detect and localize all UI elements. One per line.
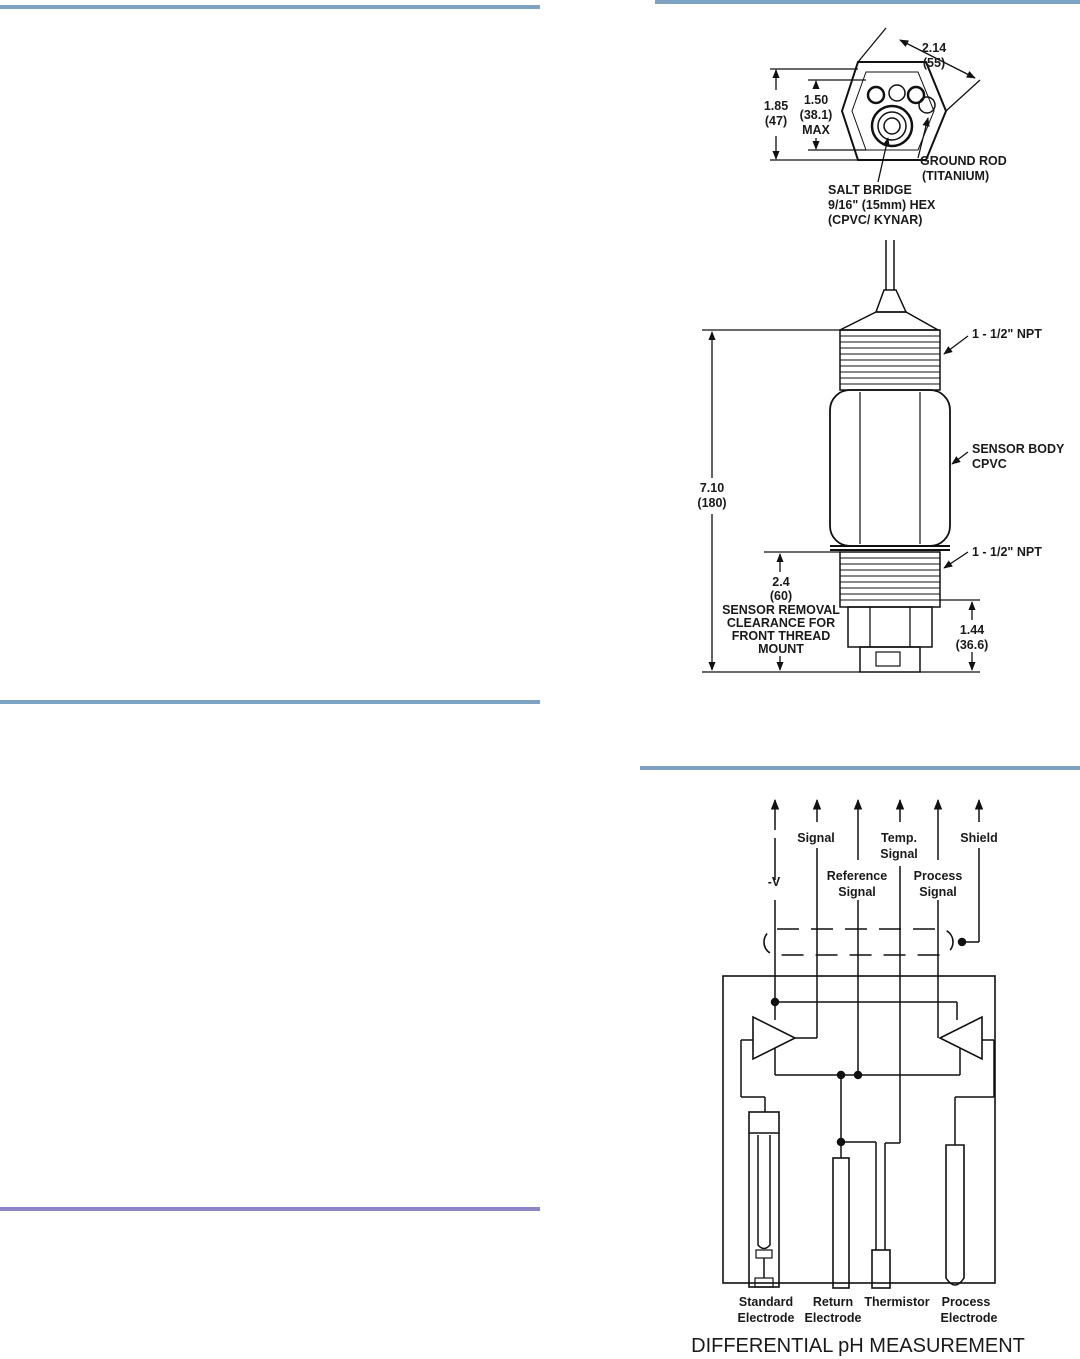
sensor-dimension-labels: 2.14 (55) 1.85 (47) 1.50 (38.1) MAX <box>764 41 946 137</box>
inner-height-max: MAX <box>802 123 830 137</box>
clearance-line-2: CLEARANCE FOR <box>727 616 835 630</box>
hex-width-label: 2.14 <box>922 41 946 55</box>
section-rule-bottom-left <box>0 1207 540 1211</box>
label-signal: Signal <box>797 831 835 845</box>
label-reference: Reference <box>827 869 887 883</box>
label-process-electrode: Electrode <box>941 1311 998 1325</box>
ground-rod-label: GROUND ROD <box>920 154 1007 168</box>
inner-height-metric: (38.1) <box>800 108 833 122</box>
schematic-component-labels: Standard Electrode Return Electrode Ther… <box>738 1295 998 1325</box>
clearance-value: 2.4 <box>772 575 789 589</box>
clearance-line-3: FRONT THREAD <box>732 629 831 643</box>
label-temp-signal: Signal <box>880 847 918 861</box>
length-callout: 7.10 (180) <box>697 481 726 510</box>
overall-length-label: 7.10 <box>700 481 724 495</box>
tip-length-metric: (36.6) <box>956 638 989 652</box>
clearance-line-4: MOUNT <box>758 642 804 656</box>
sensor-side-view <box>702 240 980 673</box>
salt-bridge-size: 9/16" (15mm) HEX <box>828 198 936 212</box>
salt-bridge-material: (CPVC/ KYNAR) <box>828 213 922 227</box>
label-temp: Temp. <box>881 831 917 845</box>
label-shield: Shield <box>960 831 998 845</box>
label-standard-electrode: Electrode <box>738 1311 795 1325</box>
outer-height-metric: (47) <box>765 114 787 128</box>
overall-length-metric: (180) <box>697 496 726 510</box>
schematic-caption: DIFFERENTIAL pH MEASUREMENT <box>691 1335 1025 1357</box>
label-return: Return <box>813 1295 853 1309</box>
ground-rod-callout: GROUND ROD (TITANIUM) <box>920 154 1007 183</box>
salt-bridge-callout: SALT BRIDGE 9/16" (15mm) HEX (CPVC/ KYNA… <box>828 183 936 227</box>
hex-width-metric: (55) <box>923 56 945 70</box>
section-rule-mid-right <box>640 766 1080 770</box>
inner-height-label: 1.50 <box>804 93 828 107</box>
tip-length-label: 1.44 <box>960 623 984 637</box>
schematic-signal-labels: Signal Temp. Signal Shield -V Reference … <box>768 831 998 899</box>
label-reference-signal: Signal <box>838 885 876 899</box>
clearance-line-1: SENSOR REMOVAL <box>722 603 840 617</box>
sensor-body-callout: SENSOR BODY CPVC <box>972 442 1065 471</box>
label-process: Process <box>914 869 963 883</box>
section-rule-top-right <box>655 0 1080 4</box>
label-process-signal: Signal <box>919 885 957 899</box>
differential-ph-schematic <box>722 798 996 1289</box>
npt-top-label: 1 - 1/2" NPT <box>972 327 1042 341</box>
clearance-callout: 2.4 (60) SENSOR REMOVAL CLEARANCE FOR FR… <box>722 575 840 656</box>
label-thermistor: Thermistor <box>864 1295 929 1309</box>
outer-height-label: 1.85 <box>764 99 788 113</box>
sensor-body-material: CPVC <box>972 457 1007 471</box>
section-rule-mid-left <box>0 700 540 704</box>
sensor-body-label: SENSOR BODY <box>972 442 1065 456</box>
label-return-electrode: Electrode <box>805 1311 862 1325</box>
salt-bridge-label: SALT BRIDGE <box>828 183 912 197</box>
npt-bottom-label: 1 - 1/2" NPT <box>972 545 1042 559</box>
label-process-2: Process <box>942 1295 991 1309</box>
ground-rod-material: (TITANIUM) <box>922 169 989 183</box>
clearance-metric: (60) <box>770 589 792 603</box>
sensor-end-view <box>770 27 981 183</box>
tip-callout: 1.44 (36.6) <box>956 623 989 652</box>
sensor-dimension-drawing <box>702 27 981 673</box>
section-rule-top-left <box>0 5 540 9</box>
label-negative-v: -V <box>768 875 781 889</box>
label-standard: Standard <box>739 1295 793 1309</box>
